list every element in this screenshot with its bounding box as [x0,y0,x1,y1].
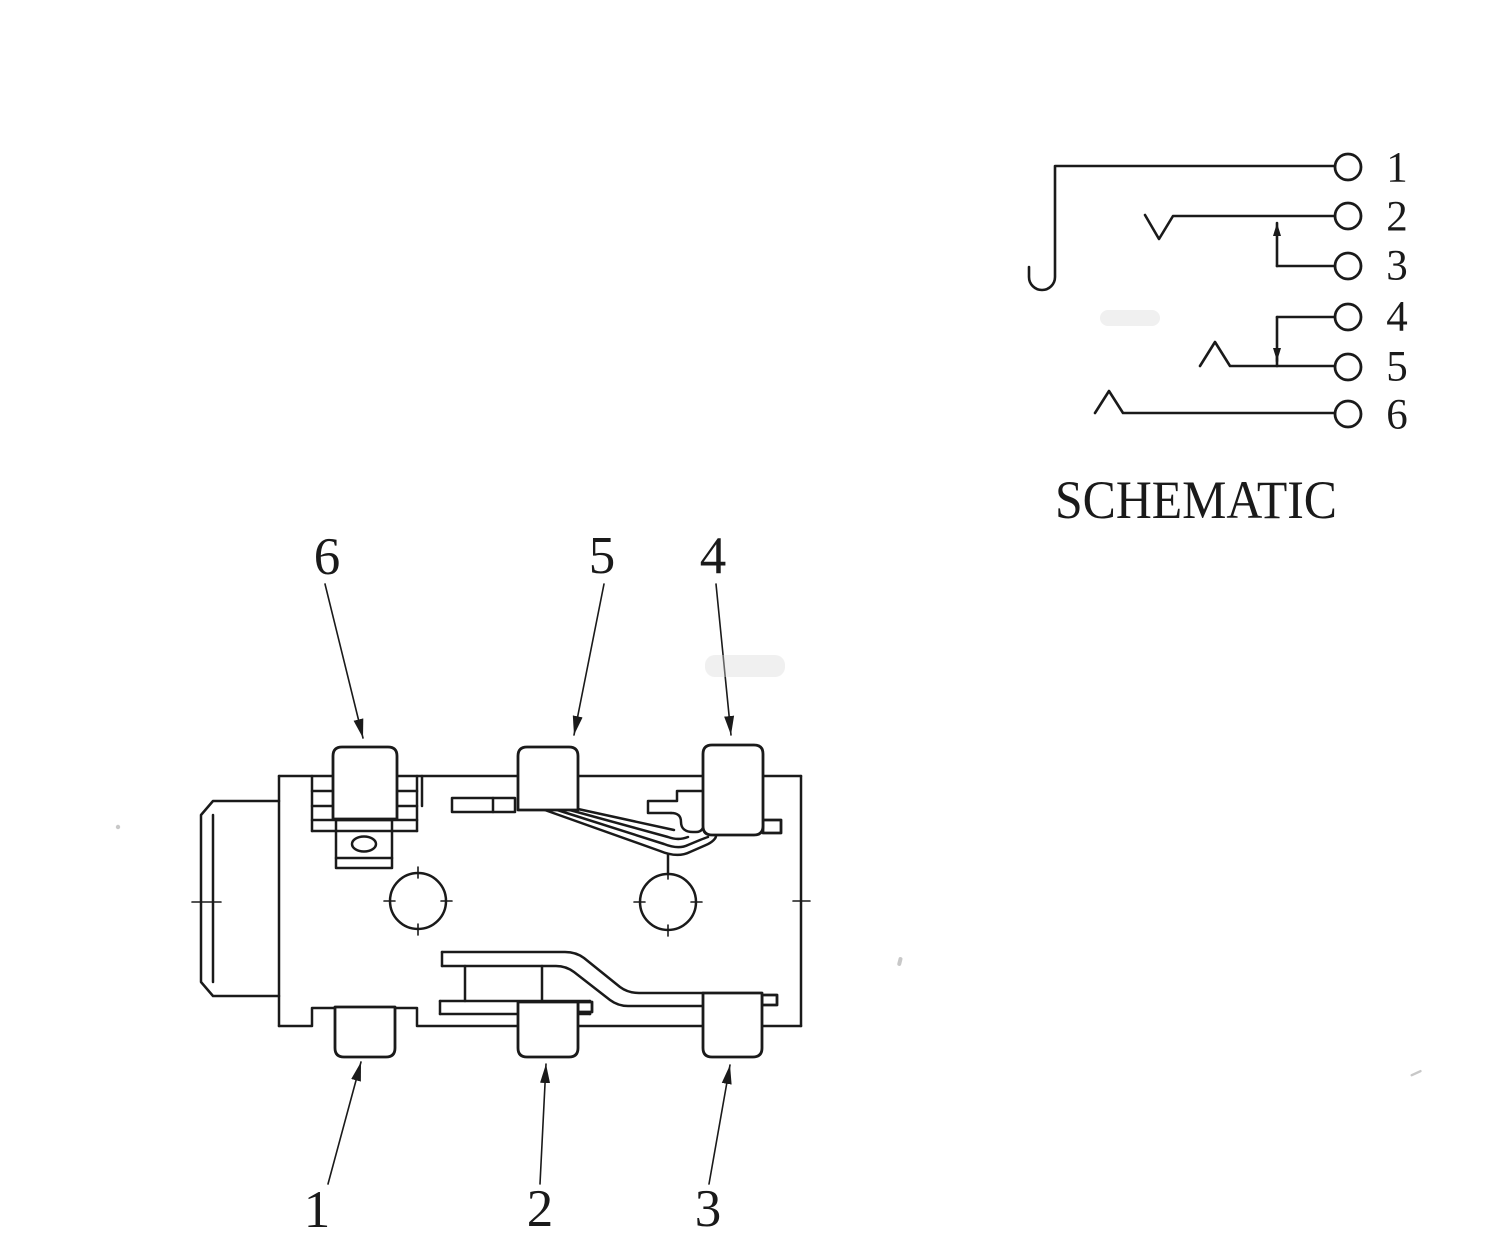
terminal-circle-6 [1333,399,1363,429]
pad-4 [701,743,765,837]
leader-pin-4 [715,583,735,736]
locating-holes [383,866,703,937]
pad-3 [701,991,764,1059]
locating-hole-right [638,872,698,932]
leader-pin-5 [572,583,605,736]
barrel-outline [199,799,281,998]
pad-2 [516,1000,580,1059]
pin-label-5: 5 [589,527,616,585]
terminal-number-6: 6 [1386,392,1408,439]
schematic-line-5 [1198,340,1337,368]
locating-hole-left [388,871,448,931]
pin-label-6: 6 [314,528,341,586]
pad-5 [516,745,580,812]
schematic-line-2 [1143,213,1338,241]
terminal-circle-3 [1333,251,1363,281]
terminal-circle-4 [1333,302,1363,332]
schematic-line-1 [1027,164,1338,292]
terminal-number-5: 5 [1386,344,1408,391]
pin-leaders [324,583,735,1185]
pad-2-tab [576,1000,594,1014]
terminal-number-4: 4 [1386,294,1408,341]
terminal-number-2: 2 [1386,194,1408,241]
schematic-line-6 [1093,389,1337,415]
solder-pads [331,743,783,1059]
leader-pin-6 [324,583,364,739]
pad-3-tab [760,993,779,1007]
contact-spring-bundle [540,807,718,876]
scan-artifacts [115,310,1422,1077]
pin-label-3: 3 [695,1180,722,1238]
pin-callout-labels: 6 5 4 1 2 3 [304,527,727,1239]
bracket-oval-hole [350,835,378,853]
pad-1 [333,1005,397,1059]
terminal-circle-1 [1333,152,1363,182]
pad-6 [331,745,399,821]
pad6-bracket [334,818,394,870]
terminal-number-3: 3 [1386,243,1408,290]
schematic-diagram: 1 2 3 4 5 6 SCHEMATIC [1027,145,1408,530]
terminal-circle-2 [1333,201,1363,231]
jack-barrel [191,799,281,998]
pin-label-4: 4 [700,527,727,585]
pin-label-1: 1 [304,1181,331,1239]
leader-pin-3 [708,1064,732,1185]
pad-4-tab [761,818,783,835]
terminal-number-1: 1 [1386,145,1408,192]
component-top-view: 6 5 4 1 2 3 [191,527,811,1239]
terminal-circle-5 [1333,352,1363,382]
step-bar [450,796,517,814]
leader-pin-2 [539,1063,551,1185]
pin-label-2: 2 [527,1180,554,1238]
schematic-title: SCHEMATIC [1055,470,1337,530]
leader-pin-1 [327,1061,362,1185]
